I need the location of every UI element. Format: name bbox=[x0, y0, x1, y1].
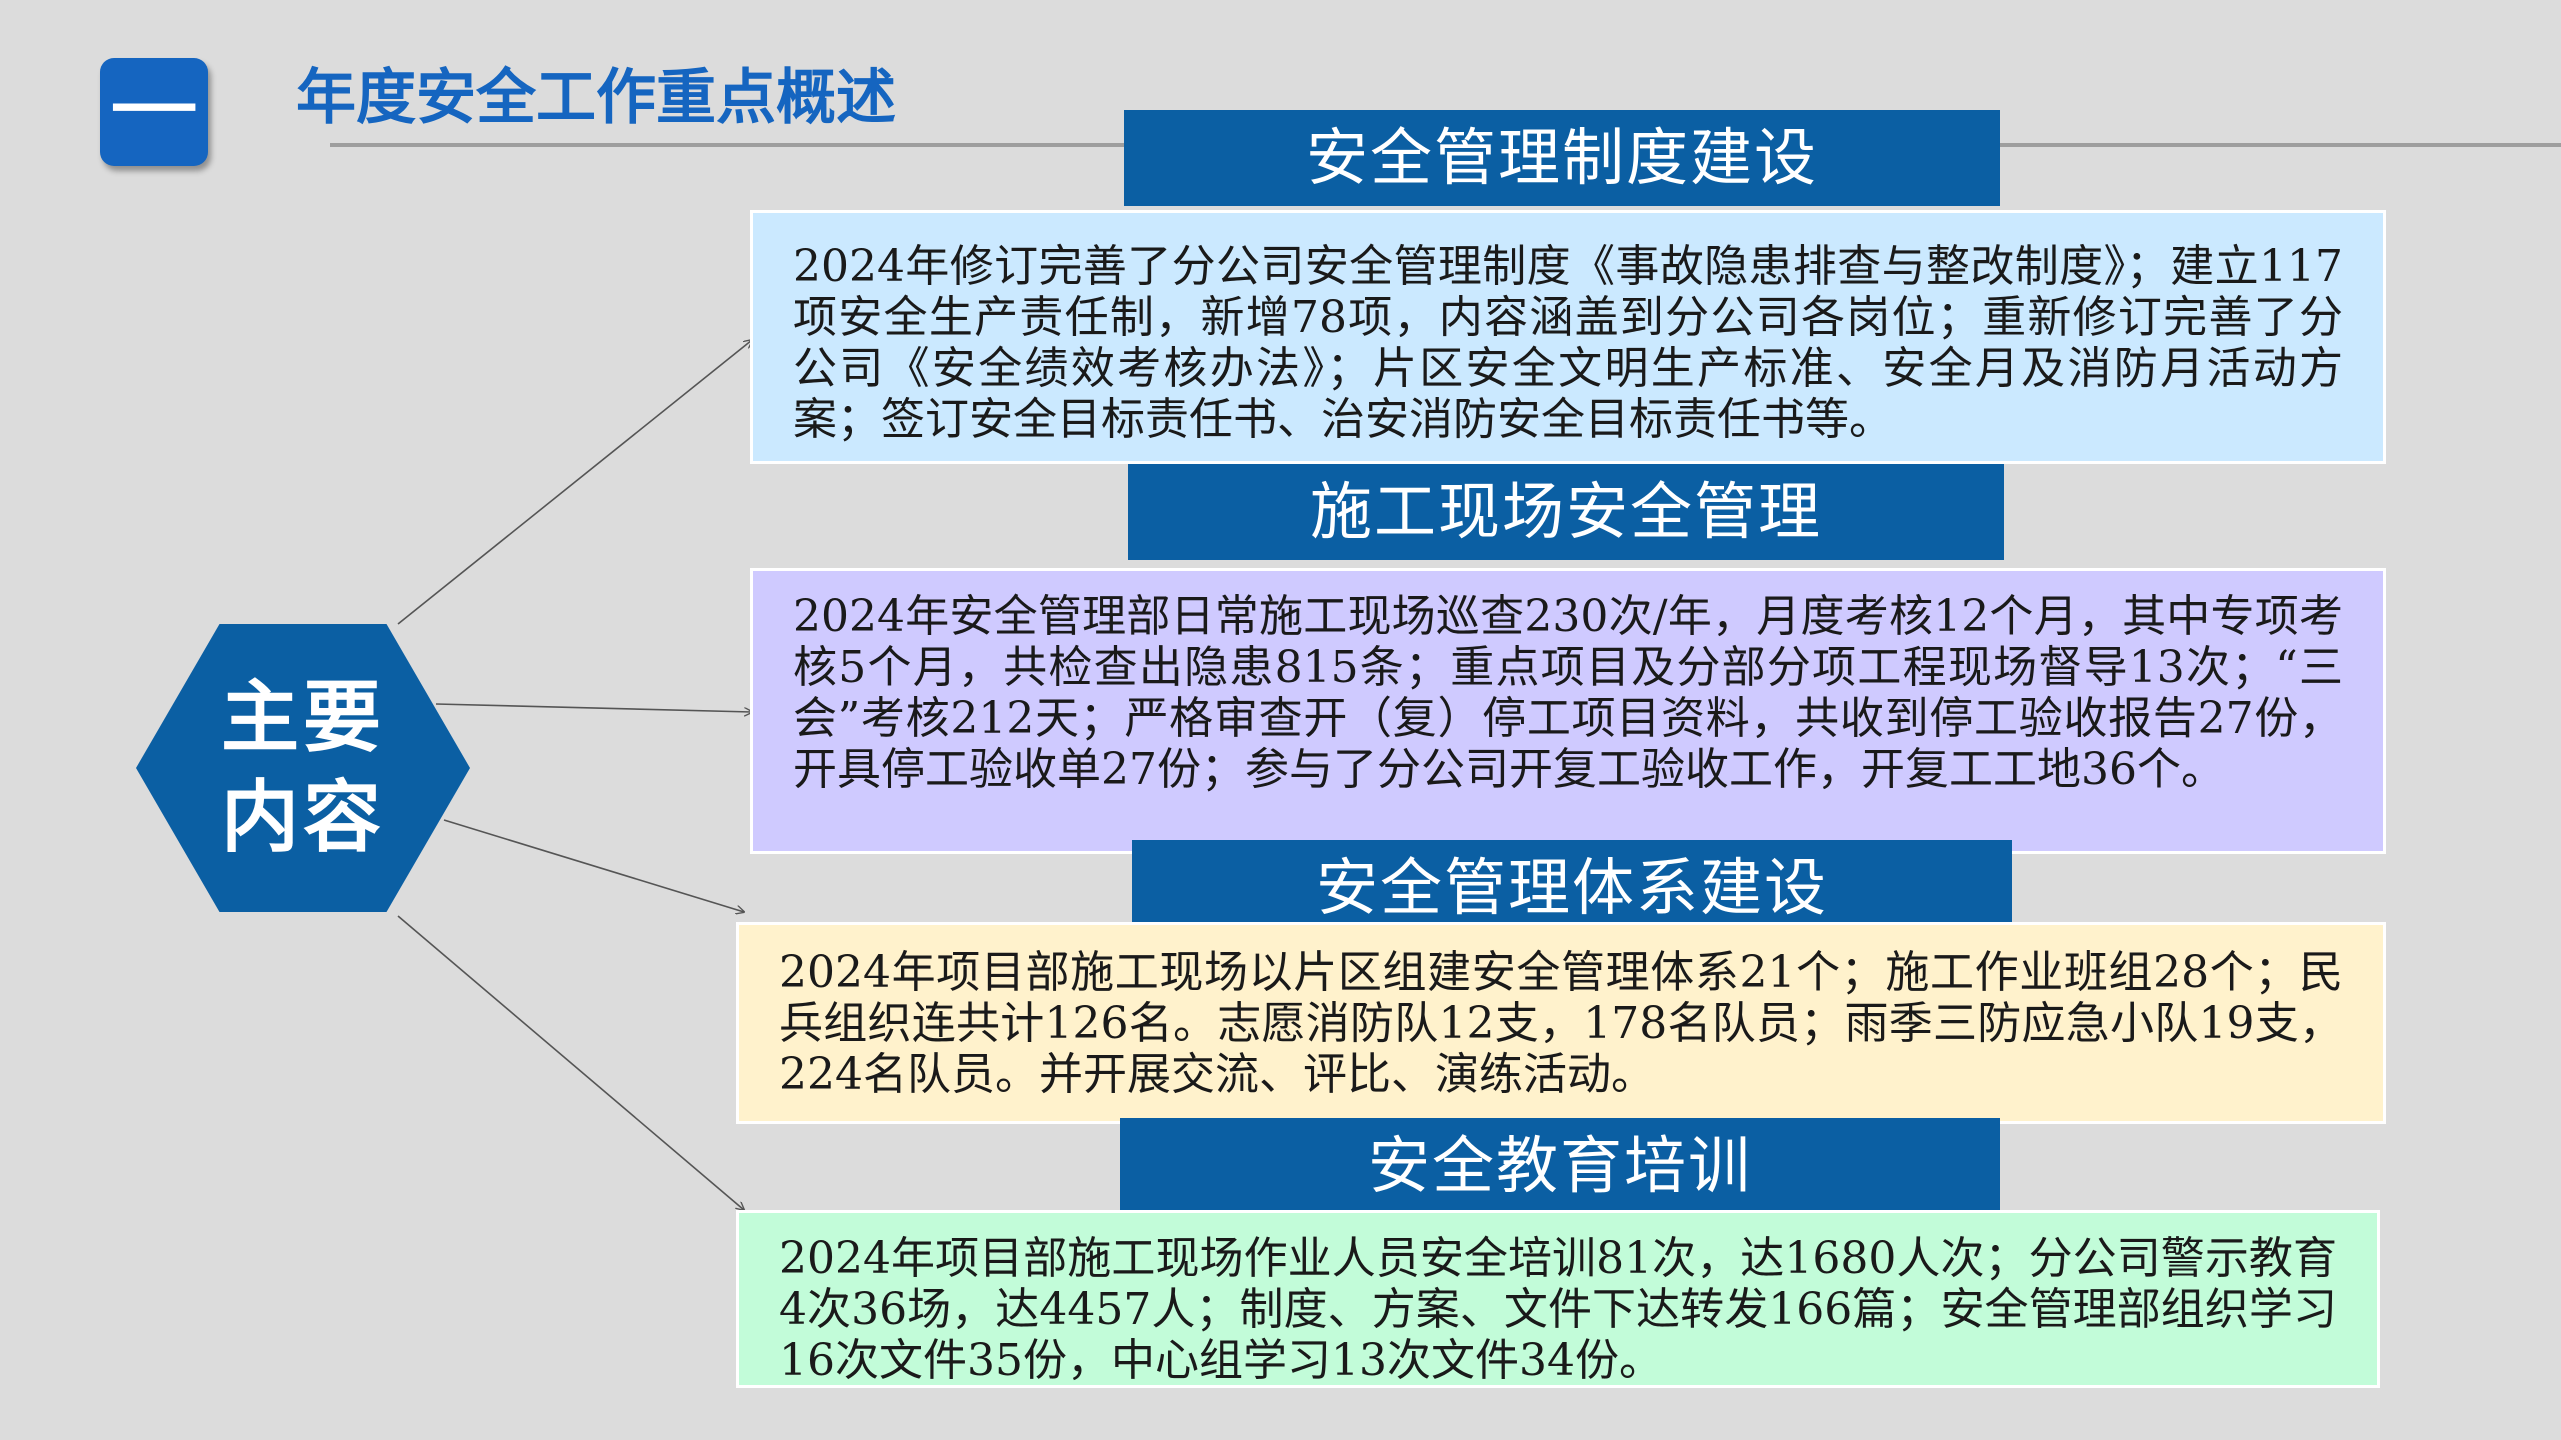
section-header-site-management: 施工现场安全管理 bbox=[1128, 464, 2004, 560]
arrow-to-section-3 bbox=[443, 819, 744, 912]
section-header-system-construction: 安全管理体系建设 bbox=[1132, 840, 2012, 936]
arrow-to-section-2 bbox=[435, 703, 752, 712]
hexagon-label: 主要内容 bbox=[220, 673, 385, 863]
section-header-education-training: 安全教育培训 bbox=[1120, 1118, 2000, 1214]
section-number-badge: 一 bbox=[100, 58, 208, 166]
section-box-system-construction: 2024年项目部施工现场以片区组建安全管理体系21个；施工作业班组28个；民兵组… bbox=[736, 922, 2386, 1124]
section-text: 2024年项目部施工现场以片区组建安全管理体系21个；施工作业班组28个；民兵组… bbox=[779, 947, 2343, 1100]
section-header-system-building: 安全管理制度建设 bbox=[1124, 110, 2000, 206]
section-box-system-building: 2024年修订完善了分公司安全管理制度《事故隐患排查与整改制度》；建立117项安… bbox=[750, 210, 2386, 464]
section-text: 2024年项目部施工现场作业人员安全培训81次，达1680人次；分公司警示教育4… bbox=[779, 1233, 2337, 1386]
section-number: 一 bbox=[109, 59, 199, 164]
arrow-to-section-1 bbox=[397, 340, 752, 625]
section-box-education-training: 2024年项目部施工现场作业人员安全培训81次，达1680人次；分公司警示教育4… bbox=[736, 1210, 2380, 1388]
section-text: 2024年安全管理部日常施工现场巡查230次/年，月度考核12个月，其中专项考核… bbox=[793, 591, 2343, 795]
section-text: 2024年修订完善了分公司安全管理制度《事故隐患排查与整改制度》；建立117项安… bbox=[793, 241, 2343, 445]
arrow-to-section-4 bbox=[397, 915, 744, 1210]
page-title: 年度安全工作重点概述 bbox=[296, 63, 896, 133]
section-box-site-management: 2024年安全管理部日常施工现场巡查230次/年，月度考核12个月，其中专项考核… bbox=[750, 568, 2386, 854]
